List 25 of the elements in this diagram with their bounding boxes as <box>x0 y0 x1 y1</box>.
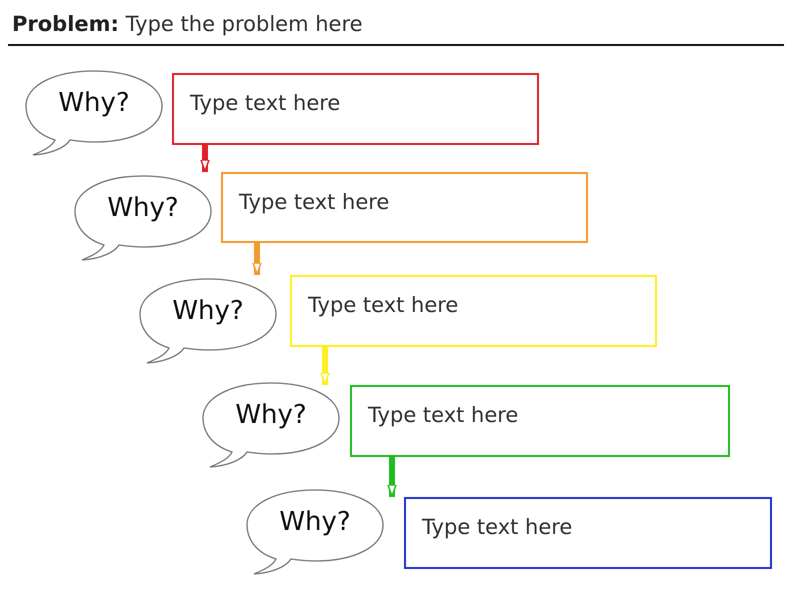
text-box <box>221 172 588 243</box>
arrow <box>320 347 330 385</box>
bubble-text: Why? <box>278 507 352 537</box>
speech-bubble <box>202 382 340 468</box>
text-box <box>290 275 657 347</box>
problem-heading: Problem: Type the problem here <box>12 12 363 36</box>
text-box <box>350 385 730 457</box>
bubble-text: Why? <box>106 193 180 223</box>
box-text: Type text here <box>422 515 572 539</box>
bubble-text: Why? <box>234 400 308 430</box>
text-box <box>172 73 539 145</box>
bubble-text: Why? <box>57 88 131 118</box>
box-text: Type text here <box>368 403 518 427</box>
bubble-text: Why? <box>171 296 245 326</box>
speech-bubble <box>74 175 212 261</box>
text-box <box>404 497 772 569</box>
box-text: Type text here <box>190 91 340 115</box>
speech-bubble <box>246 489 384 575</box>
box-text: Type text here <box>308 293 458 317</box>
speech-bubble <box>139 278 277 364</box>
arrow <box>200 145 210 172</box>
box-text: Type text here <box>239 190 390 214</box>
speech-bubble <box>25 70 163 156</box>
arrow <box>387 457 397 497</box>
arrow <box>252 243 262 275</box>
